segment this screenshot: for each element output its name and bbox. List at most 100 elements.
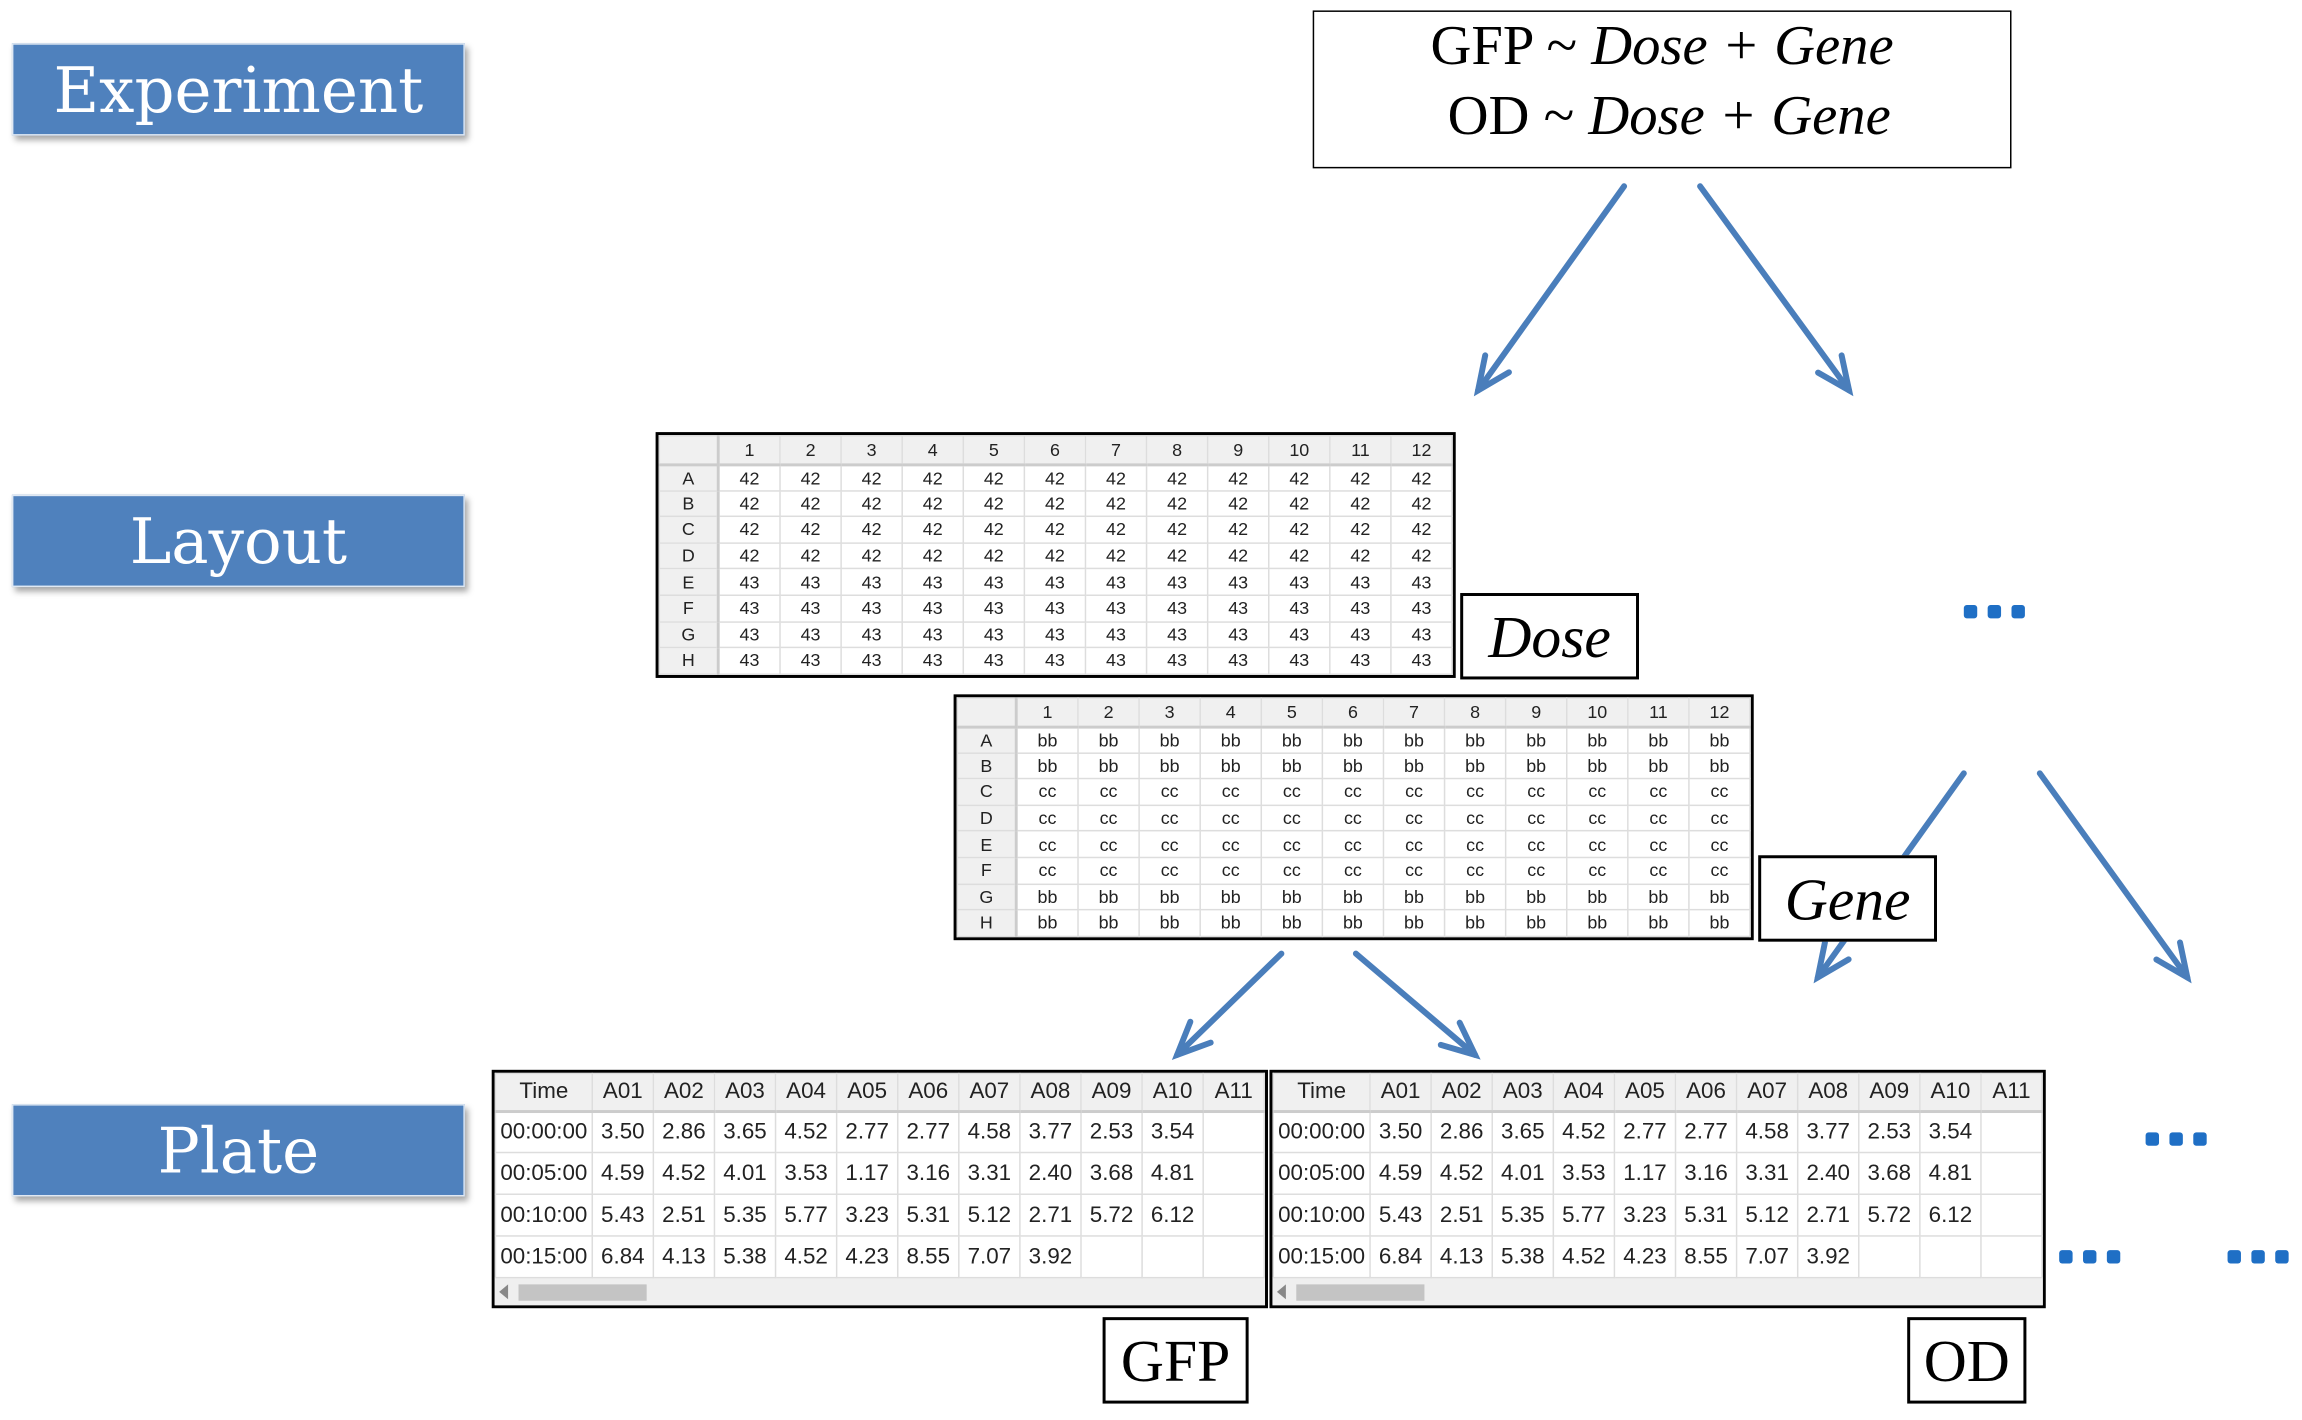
table-cell: 42 [1084, 489, 1148, 518]
table-cell: 42 [1390, 515, 1453, 544]
table-cell [1919, 1235, 1982, 1279]
table-cell: bb [1504, 909, 1568, 937]
row-header: F [956, 856, 1018, 885]
table-cell: 43 [1329, 646, 1392, 675]
table-cell: 43 [840, 568, 903, 596]
table-cell: 1.17 [835, 1151, 899, 1195]
scrollbar-thumb[interactable] [518, 1284, 647, 1301]
table-cell: 43 [901, 620, 965, 649]
table-cell: cc [1260, 804, 1324, 832]
table-cell: cc [1321, 804, 1385, 832]
table-cell: 43 [962, 568, 1026, 596]
table-cell: 42 [840, 542, 903, 570]
table-cell: 00:00:00 [494, 1110, 594, 1154]
table-cell: cc [1688, 856, 1751, 885]
table-cell: 3.68 [1080, 1151, 1143, 1195]
table-cell: 3.16 [1674, 1151, 1738, 1195]
arrow [1174, 950, 1285, 1058]
table-cell: 5.35 [1491, 1193, 1555, 1237]
table-cell: 2.53 [1858, 1110, 1921, 1154]
table-cell: bb [1382, 751, 1446, 780]
table-cell: 43 [901, 568, 965, 596]
table-cell: cc [1565, 778, 1629, 806]
formula-tilde: ~ [1543, 84, 1575, 148]
ellipsis-icon [2059, 1250, 2121, 1264]
table-cell: 43 [1145, 594, 1209, 623]
formula-tilde: ~ [1546, 14, 1578, 78]
column-header: A09 [1080, 1072, 1143, 1113]
table-cell: 42 [1267, 463, 1331, 492]
table-cell: cc [1688, 804, 1751, 832]
table-cell: 43 [1145, 646, 1209, 675]
column-header: Time [1272, 1072, 1371, 1113]
horizontal-scrollbar[interactable] [494, 1278, 1266, 1306]
table-cell [1080, 1235, 1143, 1279]
table-cell: 5.43 [591, 1193, 655, 1237]
row-header: D [956, 804, 1018, 832]
table-cell: 4.81 [1919, 1151, 1982, 1195]
table-cell: 4.13 [652, 1235, 716, 1279]
row-header: A [658, 463, 720, 492]
table-cell: 42 [1390, 489, 1453, 518]
horizontal-scrollbar[interactable] [1272, 1278, 2043, 1306]
column-header: A08 [1019, 1072, 1082, 1113]
table-cell: 43 [1267, 594, 1331, 623]
table-cell: 3.50 [1369, 1110, 1432, 1154]
table-cell: 2.40 [1796, 1151, 1860, 1195]
table-cell: 5.12 [958, 1193, 1021, 1237]
table-cell: 43 [1267, 646, 1331, 675]
empty-cell [1980, 1151, 2043, 1195]
table-cell: 00:10:00 [494, 1193, 594, 1237]
table-cell: cc [1565, 804, 1629, 832]
row-header: H [658, 646, 720, 675]
table-cell: cc [1688, 830, 1751, 859]
arrow [1697, 183, 1853, 394]
table-cell: 4.23 [1613, 1235, 1677, 1279]
corner-cell [956, 697, 1018, 728]
table-cell: bb [1688, 751, 1751, 780]
table-cell: bb [1627, 725, 1690, 754]
model-formula-box: GFP ~ Dose + Gene OD ~ Dose + Gene [1312, 10, 2012, 169]
formula-terms: Dose + Gene [1591, 14, 1894, 78]
table-cell: bb [1688, 909, 1751, 937]
column-header: 7 [1382, 697, 1446, 728]
table-cell: bb [1443, 882, 1507, 911]
scrollbar-thumb[interactable] [1296, 1284, 1425, 1301]
table-cell: bb [1321, 751, 1385, 780]
table-cell: 3.54 [1919, 1110, 1982, 1154]
table-cell: cc [1443, 830, 1507, 859]
arrow [2036, 770, 2191, 981]
table-cell: cc [1015, 830, 1079, 859]
table-cell: 42 [901, 515, 965, 544]
empty-cell [1202, 1151, 1266, 1195]
table-cell: 42 [717, 463, 781, 492]
column-header: A01 [1369, 1072, 1432, 1113]
table-cell: 43 [1023, 594, 1087, 623]
arrowhead-icon [1437, 1019, 1481, 1060]
level-plate: Plate [11, 1104, 465, 1197]
table-cell [1858, 1235, 1921, 1279]
table-cell: 4.81 [1141, 1151, 1204, 1195]
column-header: 6 [1023, 435, 1087, 466]
table-cell: 4.58 [1735, 1110, 1799, 1154]
scroll-left-icon[interactable] [499, 1284, 509, 1300]
table-cell: bb [1199, 909, 1263, 937]
row-header: F [658, 594, 720, 623]
table-cell: 4.13 [1430, 1235, 1493, 1279]
table-cell: 5.31 [896, 1193, 960, 1237]
row-header: E [956, 830, 1018, 859]
table-cell: cc [1321, 830, 1385, 859]
scroll-left-icon[interactable] [1276, 1284, 1286, 1300]
table-cell: 4.01 [1491, 1151, 1555, 1195]
table-cell: bb [1199, 882, 1263, 911]
column-header: A05 [835, 1072, 899, 1113]
table-cell: 43 [1023, 646, 1087, 675]
table-cell: bb [1138, 751, 1201, 780]
column-header: 10 [1267, 435, 1331, 466]
